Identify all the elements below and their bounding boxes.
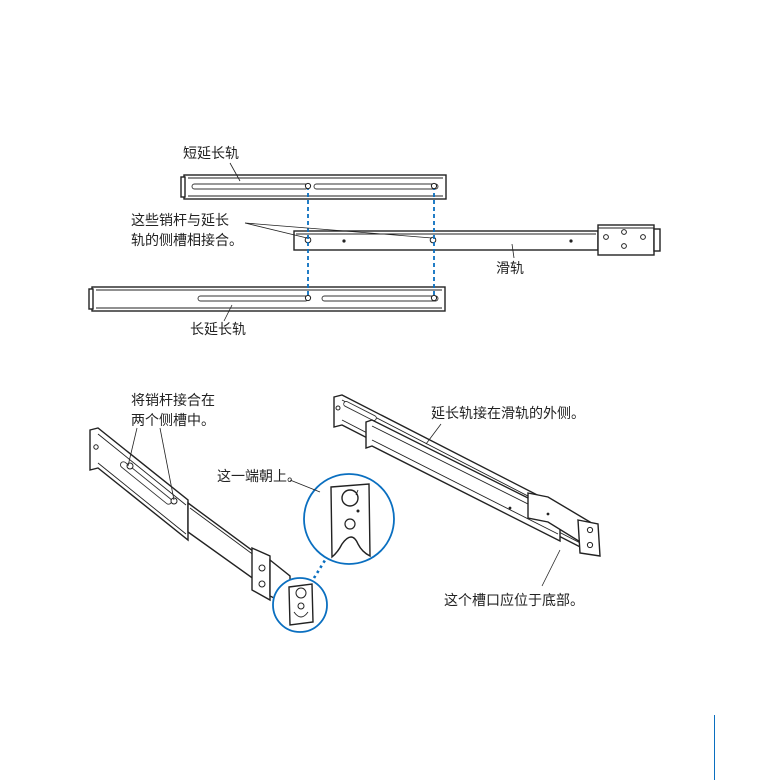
slide-rail [293,224,661,256]
outside-slide-label: 延长轨接在滑轨的外侧。 [431,406,585,422]
page-margin-line [714,715,715,780]
engage-pins-label-line1: 将销杆接合在 [131,393,215,409]
slide-rail-label: 滑轨 [496,261,524,277]
notch-bottom-label: 这个槽口应位于底部。 [444,593,584,609]
large-detail-circle [303,473,395,565]
pins-engage-label-line2: 轨的侧槽相接合。 [131,233,243,249]
short-extension-rail-label: 短延长轨 [183,146,239,162]
right-rail-assembly [333,394,601,557]
pin-alignment-guides [304,182,438,302]
engage-pins-label-line2: 两个侧槽中。 [131,413,215,429]
small-detail-circle [272,577,328,633]
this-end-up-label: 这一端朝上。 [217,469,301,485]
short-extension-rail [180,174,447,200]
left-rail-assembly [89,427,291,608]
bottom-leader-lines [127,423,561,587]
long-extension-rail [88,286,446,312]
long-extension-rail-label: 长延长轨 [190,322,246,338]
pins-engage-label-line1: 这些销杆与延长 [131,213,229,229]
top-leader-lines [223,162,515,322]
detail-connector [312,556,329,579]
